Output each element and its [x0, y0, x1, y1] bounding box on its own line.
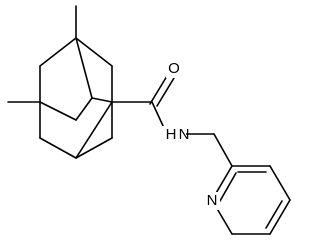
bond-cage-top-left	[39, 37, 77, 67]
bond-carbonyl-to-n	[151, 101, 165, 129]
bond-cage-bottom-right	[75, 137, 113, 159]
bond-cage-right-diag	[75, 101, 113, 159]
bond-ring-3	[269, 199, 291, 235]
bond-cage-left-mid	[39, 101, 77, 121]
bond-ring-3-inner	[265, 200, 283, 229]
bond-cage-back-right	[91, 97, 113, 103]
bond-ring-6-inner	[219, 172, 237, 202]
bond-carbonyl-double-a	[149, 75, 168, 105]
bond-cage-bottom-left	[39, 137, 77, 159]
molecule-diagram: O N H N	[7, 5, 291, 235]
structure-canvas: O N H N	[7, 5, 291, 235]
bond-carbonyl-double-b	[156, 77, 175, 107]
bond-ch2-to-ring	[213, 133, 233, 167]
amide-nitrogen-label-bg	[152, 126, 186, 144]
bond-cage-back-left	[75, 97, 93, 121]
oxygen-label: O	[168, 60, 180, 77]
bond-cage-top-back	[75, 37, 93, 99]
oxygen-label-bg	[166, 60, 182, 78]
pyridine-nitrogen-label: N	[207, 192, 218, 209]
bond-ring-2	[269, 165, 291, 201]
pyridine-nitrogen-label-bg	[204, 192, 220, 210]
bond-cage-top-right	[75, 37, 113, 67]
amide-nitrogen-label: N	[179, 126, 190, 143]
amide-hydrogen-label: H	[166, 126, 177, 143]
